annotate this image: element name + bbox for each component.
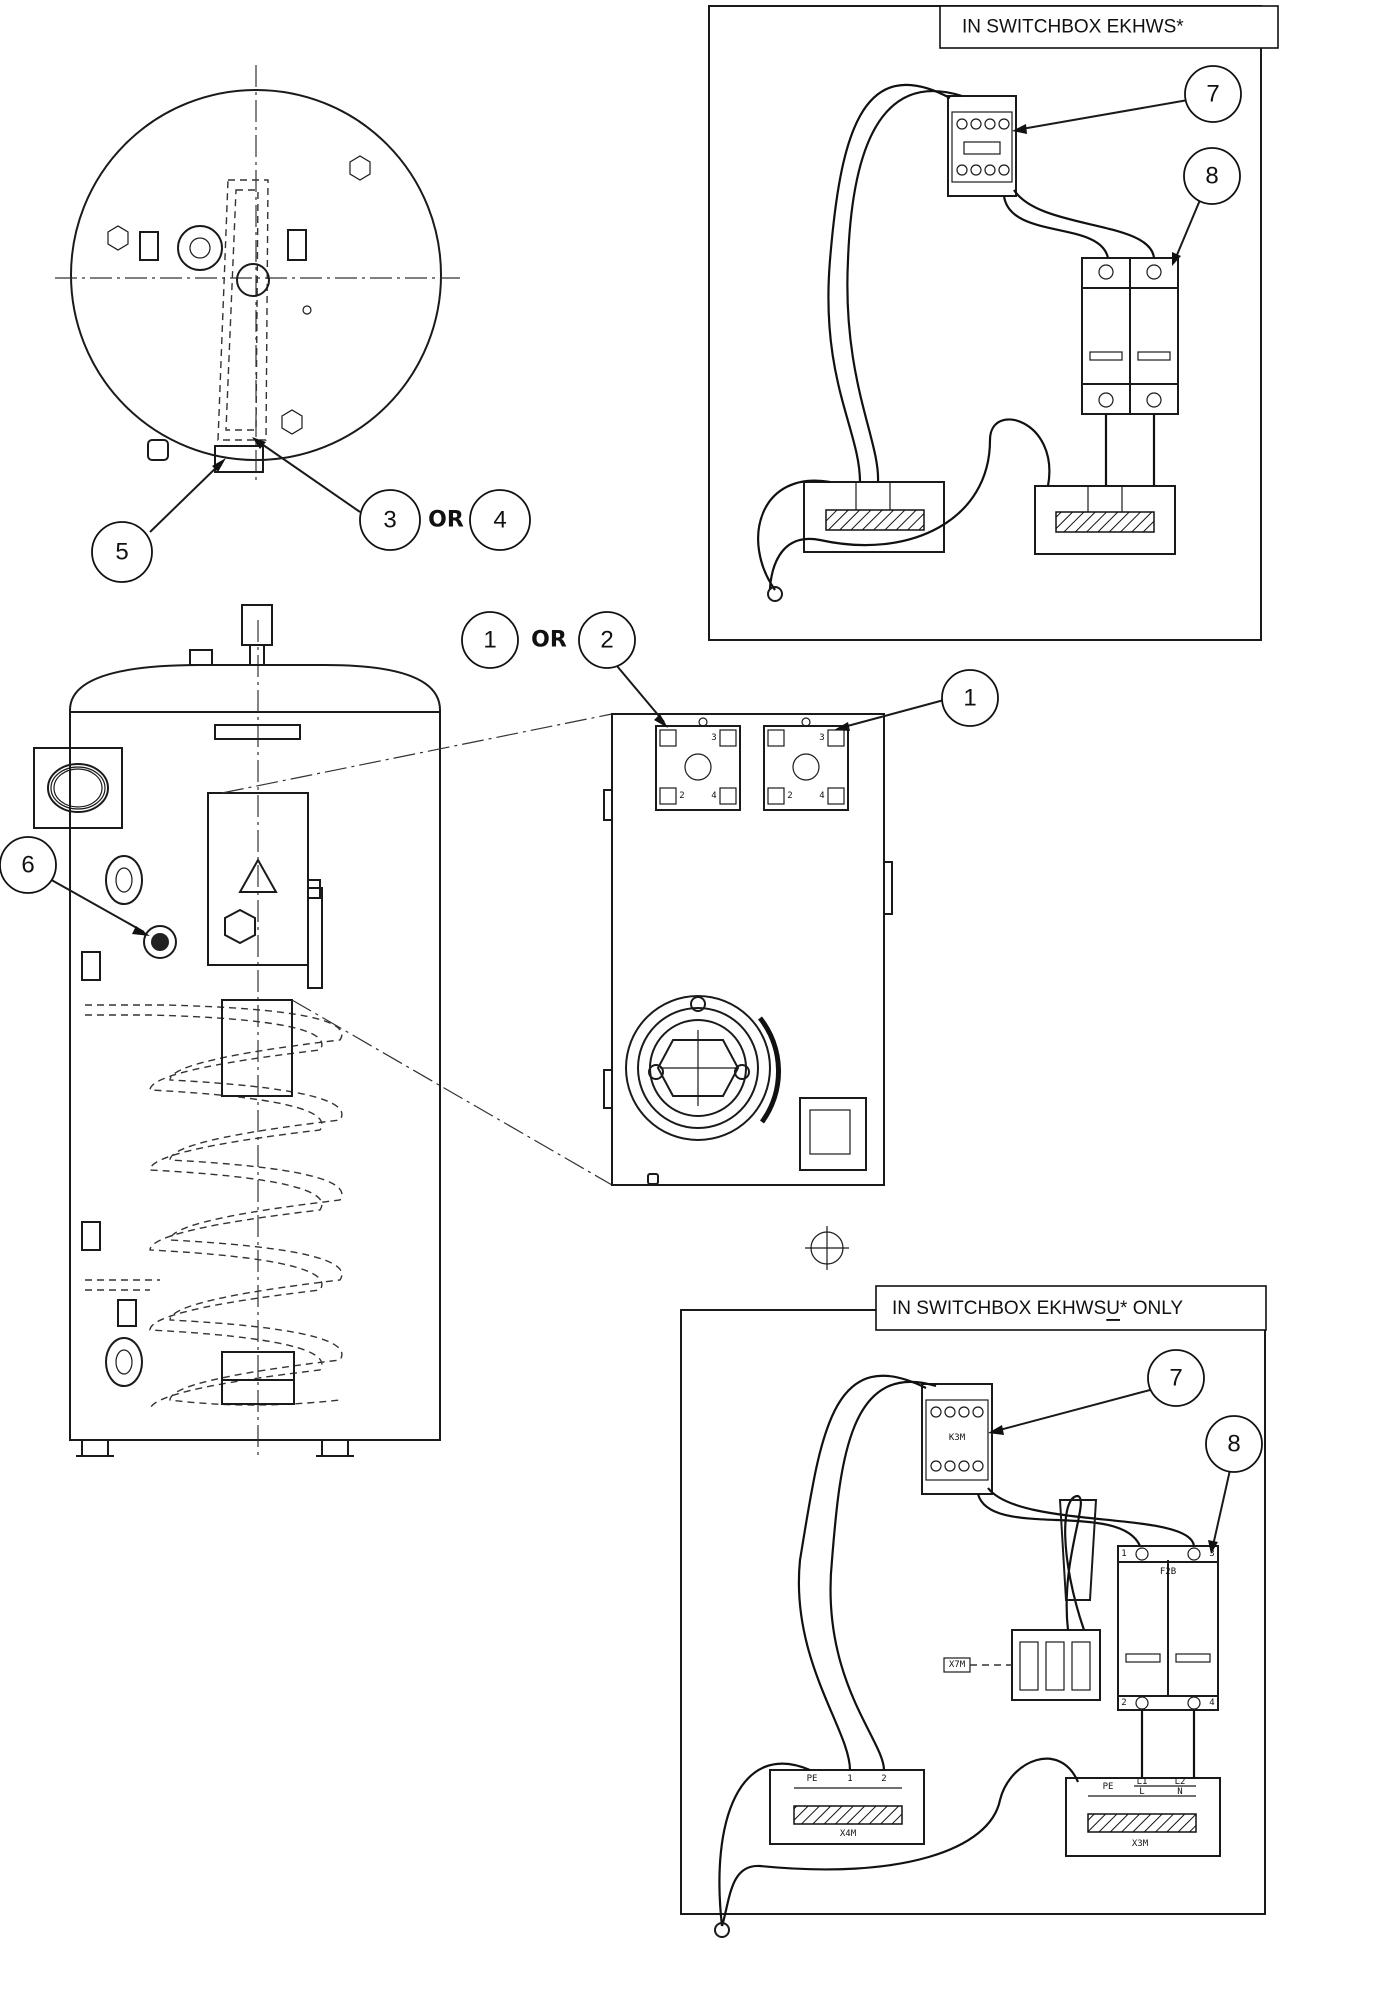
x3m-l-label: L: [1139, 1787, 1144, 1797]
switchbox-ekhws-label: IN SWITCHBOX EKHWS*: [962, 17, 1184, 38]
x4m-pe-label: PE: [807, 1774, 818, 1784]
thermostat-left-term-2: 2: [679, 791, 684, 801]
switchbox-ekhws-panel: IN SWITCHBOX EKHWS*: [708, 5, 1279, 641]
x4m-name-label: X4M: [840, 1829, 857, 1839]
or-label-34: OR: [428, 508, 464, 533]
x4m-1-label: 1: [847, 1774, 852, 1784]
thermostat-left-term-4: 4: [711, 791, 716, 801]
callout-1a-text: 1: [483, 627, 496, 654]
tank-top-view: [55, 65, 460, 480]
thermostat-left: 3 4 2: [655, 725, 741, 811]
f2b-term-2: 2: [1121, 1698, 1126, 1708]
projection-line-bottom: [291, 999, 613, 1186]
x7m-label: X7M: [949, 1660, 966, 1670]
callout-5: 5: [91, 458, 226, 583]
or-label-12: OR: [531, 628, 567, 653]
thermostat-right: 3 4 2: [763, 725, 849, 811]
callout-3-text: 3: [383, 507, 396, 534]
callout-8-bottom: 8: [1205, 1415, 1263, 1554]
heater-flange: [625, 995, 781, 1141]
thermostat-right-term-3: 3: [819, 733, 824, 743]
callout-8-top-text: 8: [1205, 163, 1218, 190]
callout-4-text: 4: [493, 507, 506, 534]
callout-8-bottom-text: 8: [1227, 1431, 1240, 1458]
callout-5-text: 5: [115, 539, 128, 566]
callout-1: 1: [834, 669, 999, 731]
callout-2-text: 2: [600, 627, 613, 654]
f2b-term-4: 4: [1209, 1698, 1214, 1708]
callout-7-top-text: 7: [1206, 81, 1219, 108]
f2b-label: F2B: [1160, 1567, 1176, 1577]
x3m-l1-label: L1: [1137, 1777, 1148, 1787]
callout-7-bottom: 7: [988, 1349, 1205, 1435]
k3m-label: K3M: [949, 1433, 966, 1443]
x3m-pe-label: PE: [1103, 1782, 1114, 1792]
callout-3-or-4: 3 OR 4: [252, 437, 531, 551]
tank-side-view: [33, 604, 441, 1460]
switchbox-detail: 3 4 2 3 4 2: [603, 713, 893, 1186]
f2b-term-1: 1: [1121, 1549, 1126, 1559]
switchbox-ekhwsu-label-suffix: * ONLY: [1120, 1298, 1183, 1319]
x3m-l2-label: L2: [1175, 1777, 1186, 1787]
thermostat-right-term-2: 2: [787, 791, 792, 801]
x3m-n-label: N: [1177, 1787, 1182, 1797]
callout-1b-text: 1: [963, 685, 976, 712]
callout-6: 6: [0, 836, 150, 936]
x4m-2-label: 2: [881, 1774, 886, 1784]
switchbox-ekhwsu-label: IN SWITCHBOX EKHWSU* ONLY: [892, 1298, 1183, 1319]
switchbox-ekhwsu-panel: IN SWITCHBOX EKHWSU* ONLY K3M F2B 1 3 2 …: [680, 1285, 1267, 1938]
switchbox-ekhwsu-label-u: U: [1106, 1298, 1120, 1319]
callout-7-top: 7: [1012, 65, 1242, 134]
x3m-name-label: X3M: [1132, 1839, 1149, 1849]
switchbox-ekhwsu-label-prefix: IN SWITCHBOX EKHWS: [892, 1298, 1106, 1319]
callout-7-bottom-text: 7: [1169, 1365, 1182, 1392]
thermostat-left-term-3: 3: [711, 733, 716, 743]
center-mark: [805, 1226, 849, 1270]
projection-line-top: [221, 713, 613, 794]
f2b-term-3: 3: [1209, 1549, 1214, 1559]
callout-8-top: 8: [1172, 147, 1241, 266]
callout-1-or-2: 1 OR 2: [461, 611, 668, 728]
thermostat-right-term-4: 4: [819, 791, 824, 801]
callout-6-text: 6: [21, 852, 34, 879]
